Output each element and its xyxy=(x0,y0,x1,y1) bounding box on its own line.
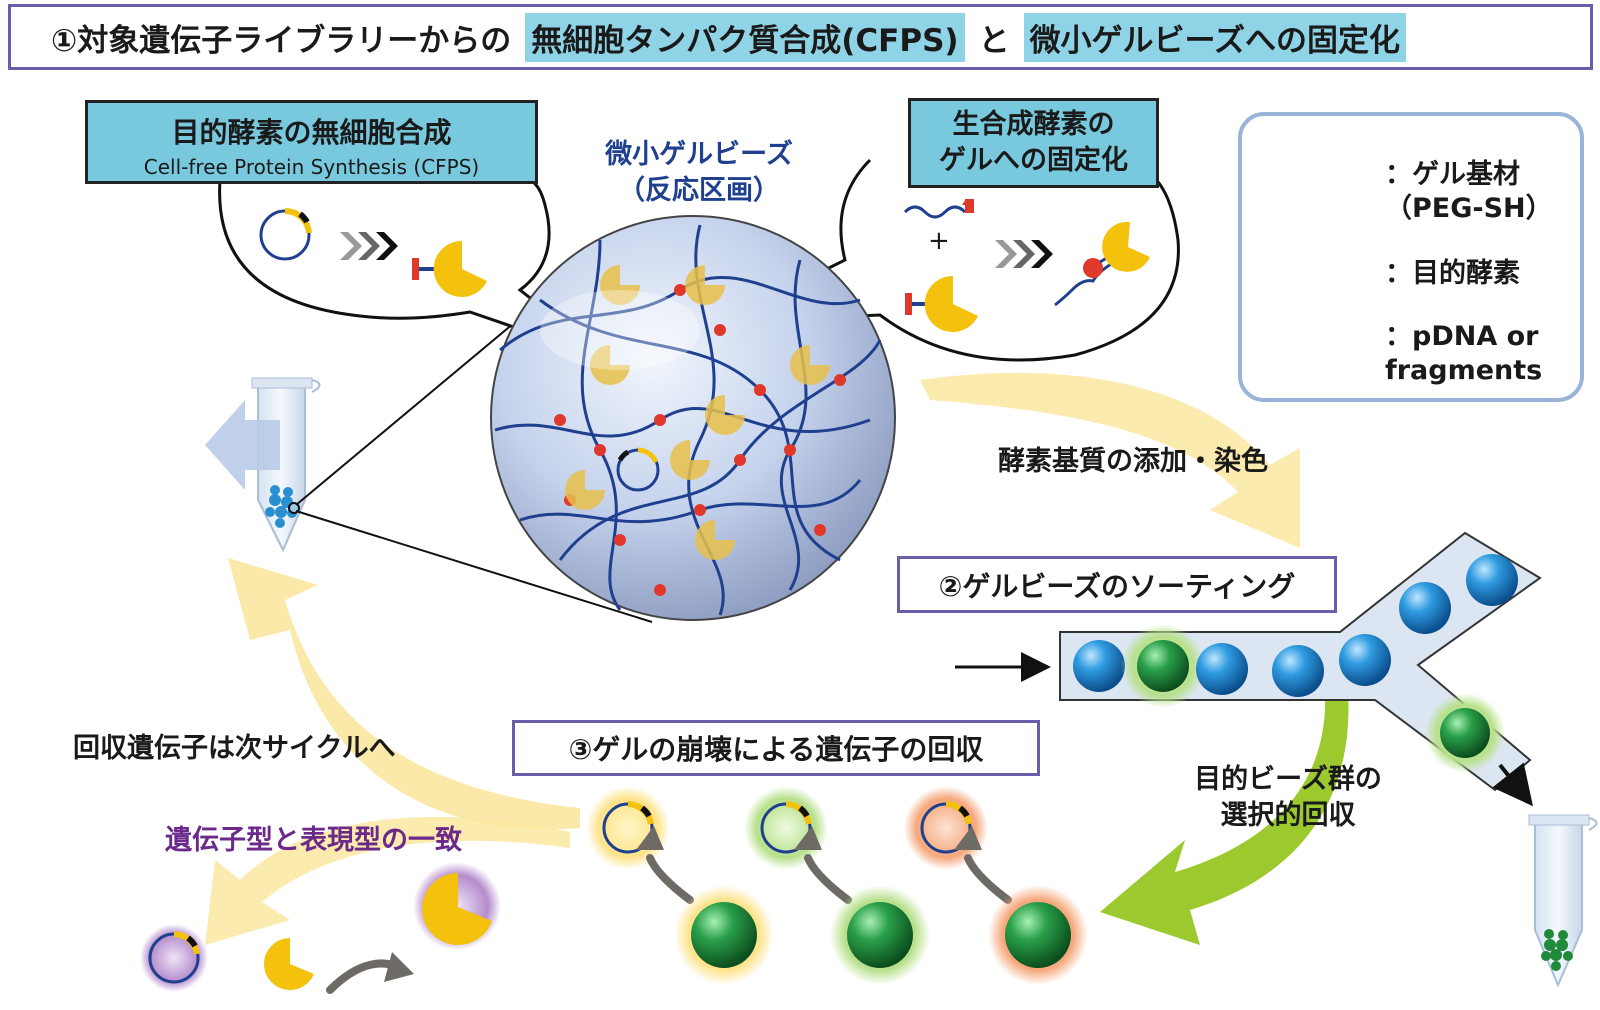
immob-chevrons-icon xyxy=(995,240,1053,268)
genotype-match-label: 遺伝子型と表現型の一致 xyxy=(165,825,462,856)
sorting-step-box: ②ゲルビーズのソーティング xyxy=(897,556,1337,613)
cfps-dna-icon xyxy=(259,207,312,261)
bead-label: 微小ゲルビーズ （反応区画） xyxy=(594,137,804,209)
immob-conjugate-icon xyxy=(1054,221,1150,307)
left-tube xyxy=(205,377,321,553)
title-prefix: ①対象遺伝子ライブラリーからの xyxy=(51,22,512,59)
immob-label-line2: ゲルへの固定化 xyxy=(939,145,1128,176)
cfps-label-jp: 目的酵素の無細胞合成 xyxy=(171,116,452,149)
legend-enzyme-label: ：目的酵素 xyxy=(1385,258,1520,289)
title-bar: ①対象遺伝子ライブラリーからの 無細胞タンパク質合成(CFPS) と 微小ゲルビ… xyxy=(8,4,1593,70)
cfps-enzyme-icon xyxy=(412,240,487,297)
match-row xyxy=(140,862,501,994)
channel-beads xyxy=(1073,554,1518,773)
legend-gel-line1: ：ゲル基材 xyxy=(1385,159,1520,190)
immob-label-line1: 生合成酵素の xyxy=(952,109,1115,140)
legend-dna-line1: ：pDNA or xyxy=(1385,321,1539,352)
cfps-chevrons-icon xyxy=(340,232,398,260)
legend-dna-label: ：pDNA or fragments xyxy=(1385,320,1542,388)
gel-bead xyxy=(490,215,896,621)
title-highlight-cfps: 無細胞タンパク質合成(CFPS) xyxy=(525,12,965,62)
legend-box xyxy=(1238,112,1584,402)
cfps-label-box: 目的酵素の無細胞合成 Cell-free Protein Synthesis (… xyxy=(85,100,538,184)
selective-recovery-arrow xyxy=(1100,690,1349,945)
immobilization-label-box: 生合成酵素の ゲルへの固定化 xyxy=(908,98,1159,188)
match-arrow xyxy=(205,816,570,945)
stain-label: 酵素基質の添加・染色 xyxy=(998,446,1268,477)
immob-enzyme-icon xyxy=(905,275,978,332)
right-tube xyxy=(1528,814,1598,988)
legend-gel-label: ：ゲル基材 （PEG-SH） xyxy=(1385,158,1553,226)
selective-recovery-label: 目的ビーズ群の 選択的回収 xyxy=(1183,762,1393,834)
next-cycle-label: 回収遺伝子は次サイクルへ xyxy=(73,733,396,764)
selected-beads-row xyxy=(674,885,1088,985)
legend-dna-line2: fragments xyxy=(1385,355,1543,386)
stain-arrow xyxy=(920,372,1300,548)
bead-label-line2: （反応区画） xyxy=(618,175,780,206)
recovery-step-box: ③ゲルの崩壊による遺伝子の回収 xyxy=(512,720,1040,776)
bead-label-line1: 微小ゲルビーズ xyxy=(605,139,793,170)
cycle-arrow xyxy=(228,558,580,830)
release-arrows xyxy=(646,854,1012,904)
selective-line2: 選択的回収 xyxy=(1220,800,1356,831)
title-connector: と xyxy=(978,22,1010,59)
cfps-label-en: Cell-free Protein Synthesis (CFPS) xyxy=(143,155,480,179)
selective-line1: 目的ビーズ群の xyxy=(1194,764,1382,795)
title-highlight-immobilization: 微小ゲルビーズへの固定化 xyxy=(1023,12,1407,62)
immob-peg-icon xyxy=(903,199,974,219)
legend-gel-line2: （PEG-SH） xyxy=(1385,193,1553,224)
plus-sign: + xyxy=(928,226,950,256)
